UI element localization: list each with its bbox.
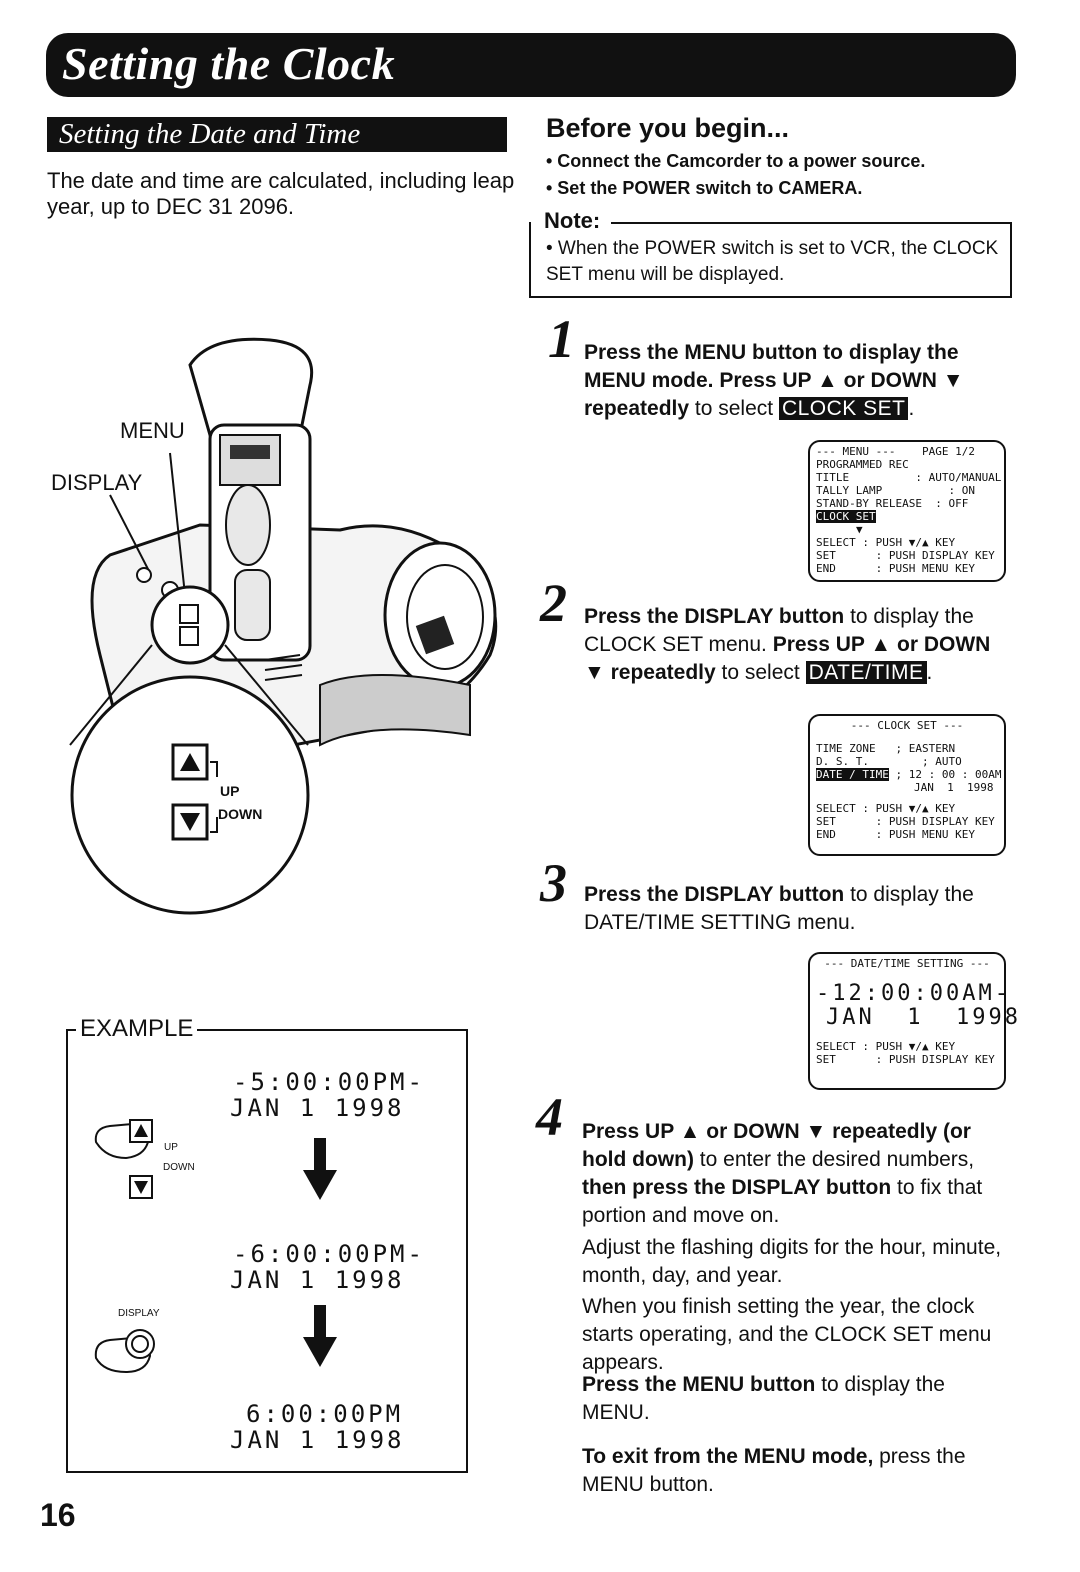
clock-set-footer: SELECT : PUSH ▼/▲ KEY: [816, 802, 956, 815]
step-2-text: Press the DISPLAY button to display the …: [584, 603, 1004, 687]
clock-set-selected-value: ; 12 : 00 : 00AM: [888, 768, 1002, 781]
menu-screen-row: TITLE : AUTO/MANUAL: [816, 471, 1002, 484]
clock-set-selected: DATE / TIME: [816, 768, 889, 781]
date-time-date: JAN 1 1998: [826, 1005, 1021, 1030]
step-4-number: 4: [536, 1087, 563, 1147]
note-top-border: [529, 222, 1012, 224]
step-3-plain: to display the DATE/TIME SETTING menu.: [584, 883, 974, 934]
step-4-para-5: To exit from the MENU mode, press the ME…: [582, 1443, 1006, 1499]
clock-set-footer: SET : PUSH DISPLAY KEY: [816, 815, 995, 828]
step-2-number: 2: [540, 573, 567, 633]
menu-screen-footer: END : PUSH MENU KEY: [816, 562, 975, 575]
finger-press-display-icon: [94, 1329, 155, 1374]
camcorder-illustration: [69, 337, 498, 915]
page-header-banner: Setting the Clock: [46, 33, 1016, 97]
menu-screen-selected: CLOCK SET: [816, 510, 876, 523]
menu-screen-arrow: ▼: [856, 523, 863, 536]
page-number: 16: [40, 1497, 76, 1533]
note-box: [529, 222, 1012, 298]
clock-set-row: D. S. T. ; AUTO: [816, 755, 962, 768]
menu-screen-footer: SET : PUSH DISPLAY KEY: [816, 549, 995, 562]
step-2-plain2: to select: [715, 661, 806, 684]
date-time-screen: --- DATE/TIME SETTING --- -12:00:00AM- J…: [808, 952, 1021, 1090]
example-frame-3-date: JAN 1 1998: [230, 1426, 405, 1454]
menu-screen-row: STAND-BY RELEASE : OFF: [816, 497, 969, 510]
display-label: DISPLAY: [51, 470, 143, 495]
section-title-bar: Setting the Date and Time: [47, 117, 507, 152]
example-down-label: DOWN: [163, 1162, 195, 1173]
example-frame-1-date: JAN 1 1998: [230, 1094, 405, 1122]
step-1-text: Press the MENU button to display the MEN…: [584, 339, 1004, 423]
step-2-end: .: [926, 661, 933, 684]
step-3-bold: Press the DISPLAY button: [584, 883, 845, 906]
clock-set-footer: END : PUSH MENU KEY: [816, 828, 975, 841]
step-4-plain2: to fix that portion and move on.: [582, 1176, 983, 1227]
finger-press-up-icon: [94, 1119, 153, 1199]
menu-screen-row: PROGRAMMED REC: [816, 458, 909, 471]
down-arrow-icon: [303, 1138, 337, 1200]
menu-screen-row: TALLY LAMP : ON: [816, 484, 975, 497]
date-time-footer: SELECT : PUSH ▼/▲ KEY: [816, 1040, 956, 1053]
step-2-plain: to display the CLOCK SET menu.: [584, 605, 974, 656]
step-1-number: 1: [548, 309, 575, 369]
step-3-text: Press the DISPLAY button to display the …: [584, 881, 1004, 937]
bullet-item: • Set the POWER switch to CAMERA.: [546, 178, 863, 198]
example-label: EXAMPLE: [76, 1015, 198, 1043]
example-frame-3-time: 6:00:00PM: [246, 1400, 404, 1428]
date-time-title: --- DATE/TIME SETTING ---: [824, 957, 990, 970]
step-1-end: .: [908, 397, 915, 420]
step-2-bold2: Press UP ▲ or DOWN ▼ repeatedly: [584, 633, 991, 684]
example-frame-2-time: -6:00:00PM-: [233, 1240, 425, 1268]
clock-set-row: TIME ZONE ; EASTERN: [816, 742, 956, 755]
up-label: UP: [220, 783, 240, 799]
note-label: Note:: [540, 208, 605, 234]
note-border-line: [611, 222, 1012, 224]
step-1-bold: Press the MENU button to display the MEN…: [584, 341, 964, 420]
step-1-plain: to select: [689, 397, 779, 420]
step-2-bold: Press the DISPLAY button: [584, 605, 845, 628]
example-up-label: UP: [164, 1142, 178, 1153]
menu-label: MENU: [120, 418, 185, 443]
step-4-text: Press UP ▲ or DOWN ▼ repeatedly (or hold…: [582, 1118, 1006, 1230]
step-4-para-5-text: press the MENU button.: [582, 1445, 966, 1496]
before-bullets: • Connect the Camcorder to a power sourc…: [546, 148, 925, 202]
bullet-item: • Connect the Camcorder to a power sourc…: [546, 151, 926, 171]
clock-set-title: --- CLOCK SET ---: [850, 719, 964, 732]
step-4-para-2: Adjust the flashing digits for the hour,…: [582, 1236, 1002, 1287]
section-title: Setting the Date and Time: [59, 118, 361, 150]
step-4-para-4: Press the MENU button to display the MEN…: [582, 1371, 1006, 1427]
menu-screen: --- MENU --- PAGE 1/2 PROGRAMMED REC TIT…: [808, 440, 1006, 582]
before-title: Before you begin...: [546, 113, 790, 143]
note-text: • When the POWER switch is set to VCR, t…: [546, 238, 999, 285]
clock-set-date: JAN 1 1998: [914, 781, 994, 794]
step-4-para-4-text: to display the MENU.: [582, 1373, 945, 1424]
step-4-para-4-bold: Press the MENU button: [582, 1373, 816, 1396]
example-frame-1-time: -5:00:00PM-: [233, 1068, 425, 1096]
intro-text: The date and time are calculated, includ…: [47, 168, 515, 219]
step-4-bold: Press UP ▲ or DOWN ▼ repeatedly (or hold…: [582, 1120, 971, 1171]
clock-set-screen: --- CLOCK SET --- TIME ZONE ; EASTERN D.…: [808, 714, 1006, 856]
example-display-label: DISPLAY: [118, 1308, 160, 1319]
step-4-para-5-bold: To exit from the MENU mode,: [582, 1445, 874, 1468]
page-title: Setting the Clock: [62, 38, 396, 89]
example-box: [66, 1029, 468, 1473]
clock-set-highlight: CLOCK SET: [778, 397, 909, 420]
step-4-plain: to enter the desired numbers,: [693, 1148, 975, 1171]
date-time-time: -12:00:00AM-: [816, 981, 1011, 1006]
menu-screen-row: --- MENU --- PAGE 1/2: [816, 445, 975, 458]
date-time-footer: SET : PUSH DISPLAY KEY: [816, 1053, 995, 1066]
step-3-number: 3: [540, 853, 567, 913]
step-4-para-3: When you finish setting the year, the cl…: [582, 1295, 992, 1374]
menu-screen-footer: SELECT : PUSH ▼/▲ KEY: [816, 536, 956, 549]
date-time-highlight: DATE/TIME: [805, 661, 927, 684]
example-frame-2-date: JAN 1 1998: [230, 1266, 405, 1294]
down-arrow-icon: [303, 1305, 337, 1367]
step-4-bold2: then press the DISPLAY button: [582, 1176, 892, 1199]
down-label: DOWN: [218, 806, 263, 822]
